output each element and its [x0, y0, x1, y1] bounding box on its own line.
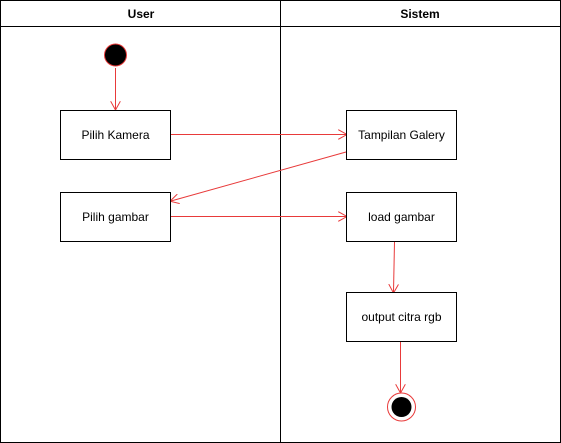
edge-load-gambar-to-output-citra-rgb [394, 241, 395, 292]
initial-node [104, 43, 127, 67]
action-pilih-kamera: Pilih Kamera [60, 110, 171, 160]
action-label: output citra rgb [361, 310, 441, 324]
action-output-citra-rgb: output citra rgb [346, 292, 457, 342]
action-pilih-gambar: Pilih gambar [60, 192, 171, 242]
action-label: Pilih gambar [82, 210, 149, 224]
lane-title-user: User [128, 7, 155, 21]
action-label: Tampilan Galery [358, 128, 445, 142]
final-node [387, 392, 416, 422]
lane-title-sistem: Sistem [400, 7, 439, 21]
action-load-gambar: load gambar [346, 192, 457, 242]
action-label: Pilih Kamera [81, 128, 149, 142]
edge-tampilan-galery-to-pilih-gambar [171, 151, 347, 201]
action-tampilan-galery: Tampilan Galery [346, 110, 457, 160]
action-label: load gambar [368, 210, 435, 224]
